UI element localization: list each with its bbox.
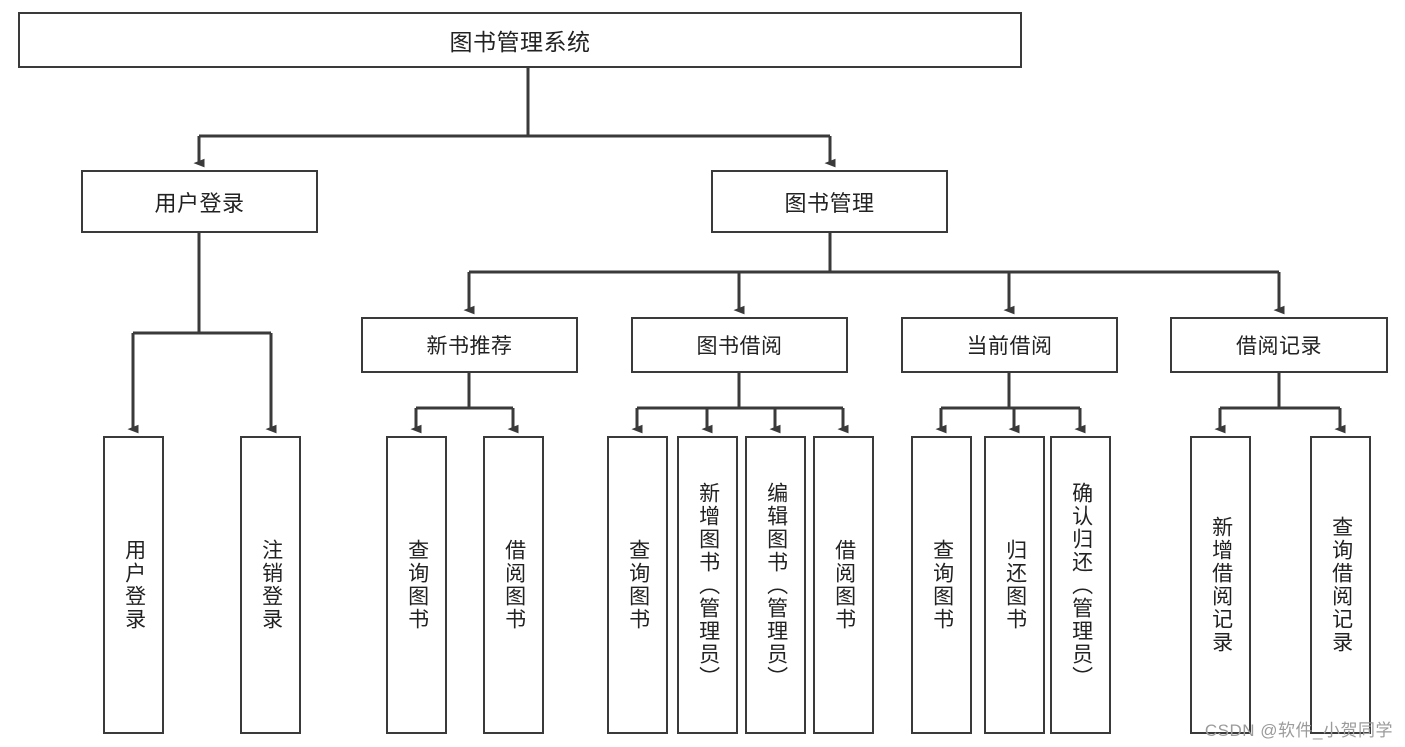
node-leaf-logout[interactable]: 注销登录	[240, 436, 301, 734]
node-root[interactable]: 图书管理系统	[18, 12, 1022, 68]
node-leaf-user-login[interactable]: 用户登录	[103, 436, 164, 734]
node-leaf-edit-book-admin-label: 编辑图书（管理员）	[764, 481, 788, 689]
node-leaf-query-book-current-label: 查询图书	[930, 539, 954, 631]
node-leaf-query-book-borrow-label: 查询图书	[626, 539, 650, 631]
node-branch-user-login[interactable]: 用户登录	[81, 170, 318, 233]
node-sub-borrow-records-label: 借阅记录	[1236, 335, 1322, 358]
node-leaf-edit-book-admin[interactable]: 编辑图书（管理员）	[745, 436, 806, 734]
node-branch-book-management[interactable]: 图书管理	[711, 170, 948, 233]
node-sub-current-borrow-label: 当前借阅	[966, 335, 1053, 358]
node-leaf-add-book-admin[interactable]: 新增图书（管理员）	[677, 436, 738, 734]
node-leaf-user-login-label: 用户登录	[122, 539, 146, 631]
node-leaf-return-book-label: 归还图书	[1003, 539, 1027, 631]
node-leaf-add-borrow-record-label: 新增借阅记录	[1209, 516, 1233, 654]
node-sub-current-borrow[interactable]: 当前借阅	[901, 317, 1118, 373]
node-leaf-logout-label: 注销登录	[259, 539, 283, 631]
node-sub-book-borrow-label: 图书借阅	[696, 335, 783, 358]
node-branch-user-login-label: 用户登录	[154, 190, 245, 216]
node-leaf-borrow-book[interactable]: 借阅图书	[813, 436, 874, 734]
node-leaf-query-borrow-record[interactable]: 查询借阅记录	[1310, 436, 1371, 734]
node-leaf-query-book-current[interactable]: 查询图书	[911, 436, 972, 734]
node-leaf-query-book-new[interactable]: 查询图书	[386, 436, 447, 734]
node-leaf-borrow-book-new[interactable]: 借阅图书	[483, 436, 544, 734]
node-leaf-confirm-return-admin[interactable]: 确认归还（管理员）	[1050, 436, 1111, 734]
node-leaf-return-book[interactable]: 归还图书	[984, 436, 1045, 734]
node-leaf-query-book-borrow[interactable]: 查询图书	[607, 436, 668, 734]
node-leaf-borrow-book-new-label: 借阅图书	[502, 539, 526, 631]
node-leaf-confirm-return-admin-label: 确认归还（管理员）	[1069, 481, 1093, 689]
node-sub-new-book-recommend[interactable]: 新书推荐	[361, 317, 578, 373]
node-branch-book-management-label: 图书管理	[784, 190, 875, 216]
node-leaf-borrow-book-label: 借阅图书	[832, 539, 856, 631]
node-sub-book-borrow[interactable]: 图书借阅	[631, 317, 848, 373]
node-root-label: 图书管理系统	[449, 29, 591, 55]
node-leaf-add-book-admin-label: 新增图书（管理员）	[696, 481, 720, 689]
node-leaf-query-borrow-record-label: 查询借阅记录	[1329, 516, 1353, 654]
watermark: CSDN @软件_小贺同学	[1204, 721, 1393, 740]
node-sub-borrow-records[interactable]: 借阅记录	[1170, 317, 1388, 373]
node-sub-new-book-recommend-label: 新书推荐	[426, 335, 513, 358]
node-leaf-add-borrow-record[interactable]: 新增借阅记录	[1190, 436, 1251, 734]
node-leaf-query-book-new-label: 查询图书	[405, 539, 429, 631]
